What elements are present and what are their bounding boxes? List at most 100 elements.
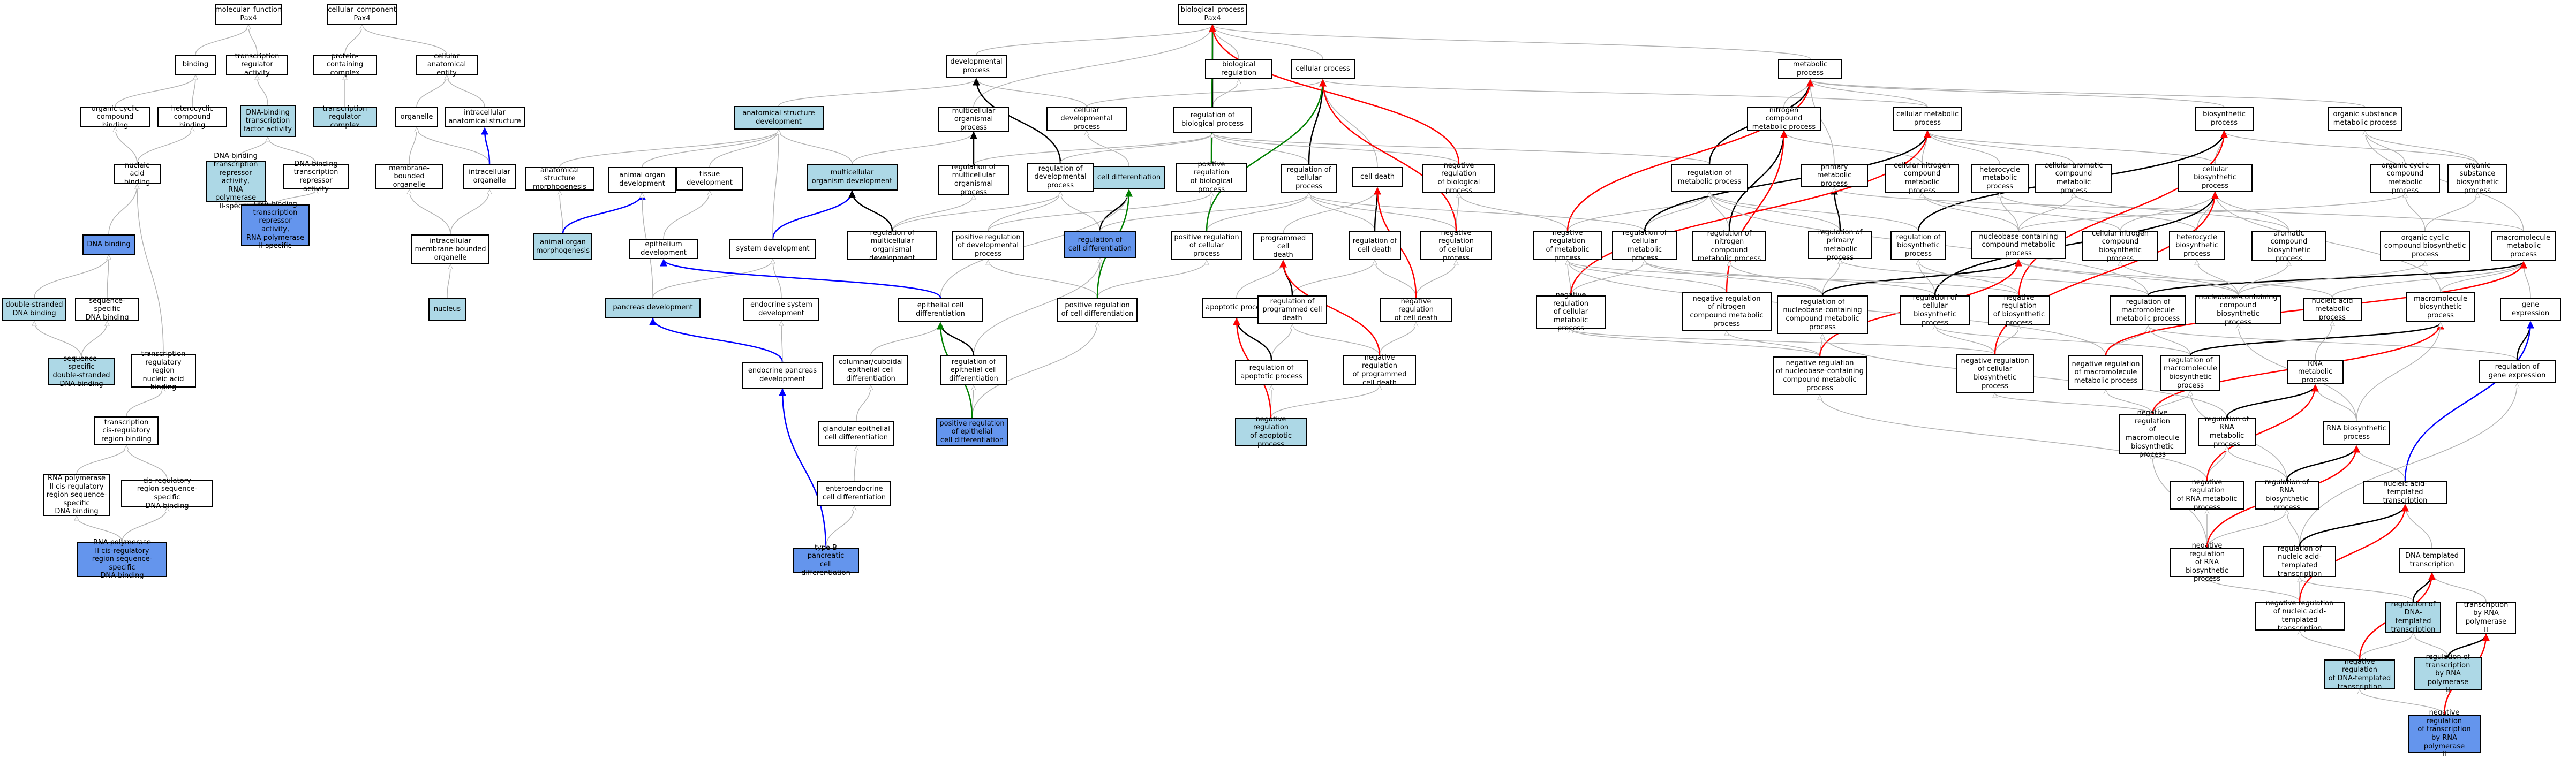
go-term-node-enteroendocrine-cell-differentiation[interactable]: enteroendocrine cell differentiation bbox=[817, 481, 891, 506]
go-term-node-biological-process-pax4[interactable]: biological_process Pax4 bbox=[1178, 4, 1247, 25]
go-term-node-epithelium-development[interactable]: epithelium development bbox=[629, 239, 698, 259]
go-term-node-negative-regulation-of-cellular-process[interactable]: negative regulation of cellular process bbox=[1420, 229, 1492, 262]
go-term-node-anatomical-structure-development[interactable]: anatomical structure development bbox=[734, 106, 824, 130]
go-term-node-organic-substance-biosynthetic-process[interactable]: organic substance biosynthetic process bbox=[2447, 162, 2507, 195]
go-term-node-regulation-of-rna-metabolic-process[interactable]: regulation of RNA metabolic process bbox=[2198, 415, 2256, 449]
go-term-node-cellular-nitrogen-compound-biosynthetic-process[interactable]: cellular nitrogen compound biosynthetic … bbox=[2082, 230, 2158, 263]
go-term-node-organic-cyclic-compound-metabolic-process[interactable]: organic cyclic compound metabolic proces… bbox=[2370, 162, 2440, 195]
go-term-node-anatomical-structure-morphogenesis[interactable]: anatomical structure morphogenesis bbox=[525, 166, 594, 191]
go-term-node-pancreas-development[interactable]: pancreas development bbox=[605, 298, 701, 318]
go-term-node-negative-regulation-of-dna-templated-transcription[interactable]: negative regulation of DNA-templated tra… bbox=[2324, 658, 2395, 691]
go-term-node-cellular-aromatic-compound-metabolic-process[interactable]: cellular aromatic compound metabolic pro… bbox=[2035, 162, 2112, 195]
go-term-node-animal-organ-development[interactable]: animal organ development bbox=[608, 167, 676, 193]
go-term-node-dna-templated-transcription[interactable]: DNA-templated transcription bbox=[2399, 548, 2465, 573]
go-term-node-tissue-development[interactable]: tissue development bbox=[676, 167, 743, 191]
go-term-node-negative-regulation-of-biological-process[interactable]: negative regulation of biological proces… bbox=[1422, 162, 1495, 195]
go-term-node-negative-regulation-of-rna-metabolic-process[interactable]: negative regulation of RNA metabolic pro… bbox=[2170, 479, 2244, 512]
go-term-node-multicellular-organism-development[interactable]: multicellular organism development bbox=[807, 164, 898, 191]
go-term-node-heterocycle-metabolic-process[interactable]: heterocycle metabolic process bbox=[1971, 164, 2029, 193]
go-term-node-system-development[interactable]: system development bbox=[729, 239, 816, 259]
go-term-node-heterocyclic-compound-binding[interactable]: heterocyclic compound binding bbox=[157, 105, 227, 130]
go-term-node-regulation-of-multicellular-organismal-development[interactable]: regulation of multicellular organismal d… bbox=[847, 229, 937, 262]
go-term-node-rna-polymerase-ii-cis-regulatory-region-sequence-specific-dn[interactable]: RNA polymerase II cis-regulatory region … bbox=[43, 474, 110, 516]
go-term-node-negative-regulation-of-apoptotic-process[interactable]: negative regulation of apoptotic process bbox=[1235, 415, 1307, 449]
go-term-node-regulation-of-macromolecule-biosynthetic-process[interactable]: regulation of macromolecule biosynthetic… bbox=[2160, 355, 2220, 391]
go-term-node-regulation-of-transcription-by-rna-polymerase-ii[interactable]: regulation of transcription by RNA polym… bbox=[2414, 653, 2482, 694]
go-term-node-programmed-cell-death[interactable]: programmed cell death bbox=[1253, 233, 1313, 260]
go-term-node-regulation-of-biosynthetic-process[interactable]: regulation of biosynthetic process bbox=[1890, 231, 1946, 260]
go-term-node-negative-regulation-of-rna-biosynthetic-process[interactable]: negative regulation of RNA biosynthetic … bbox=[2170, 542, 2244, 583]
go-term-node-regulation-of-programmed-cell-death[interactable]: regulation of programmed cell death bbox=[1257, 295, 1327, 324]
go-term-node-positive-regulation-of-cell-differentiation[interactable]: positive regulation of cell differentiat… bbox=[1057, 298, 1138, 322]
go-term-node-organelle[interactable]: organelle bbox=[395, 107, 438, 127]
go-term-node-glandular-epithelial-cell-differentiation[interactable]: glandular epithelial cell differentiatio… bbox=[818, 421, 894, 446]
go-term-node-regulation-of-primary-metabolic-process[interactable]: regulation of primary metabolic process bbox=[1808, 229, 1872, 262]
go-term-node-rna-polymerase-ii-cis-regulatory-region-sequence-specific-dn[interactable]: RNA polymerase II cis-regulatory region … bbox=[77, 538, 167, 580]
go-term-node-columnar-cuboidal-epithelial-cell-differentiation[interactable]: columnar/cuboidal epithelial cell differ… bbox=[833, 355, 908, 385]
go-term-node-cellular-metabolic-process[interactable]: cellular metabolic process bbox=[1893, 107, 1962, 131]
go-term-node-intracellular-organelle[interactable]: intracellular organelle bbox=[463, 164, 516, 189]
go-term-node-endocrine-system-development[interactable]: endocrine system development bbox=[743, 298, 819, 321]
go-term-node-negative-regulation-of-cell-death[interactable]: negative regulation of cell death bbox=[1380, 298, 1452, 322]
go-term-node-cell-differentiation[interactable]: cell differentiation bbox=[1093, 166, 1165, 189]
go-term-node-regulation-of-macromolecule-metabolic-process[interactable]: regulation of macromolecule metabolic pr… bbox=[2110, 295, 2186, 325]
go-term-node-transcription-by-rna-polymerase-ii[interactable]: transcription by RNA polymerase II bbox=[2456, 601, 2516, 634]
go-term-node-protein-containing-complex[interactable]: protein-containing complex bbox=[313, 52, 377, 77]
go-term-node-nucleic-acid-binding[interactable]: nucleic acid binding bbox=[114, 162, 161, 186]
go-term-node-endocrine-pancreas-development[interactable]: endocrine pancreas development bbox=[742, 362, 823, 389]
go-term-node-aromatic-compound-biosynthetic-process[interactable]: aromatic compound biosynthetic process bbox=[2251, 230, 2326, 263]
go-term-node-cell-death[interactable]: cell death bbox=[1352, 167, 1403, 187]
go-term-node-nucleobase-containing-compound-biosynthetic-process[interactable]: nucleobase-containing compound biosynthe… bbox=[2195, 293, 2281, 327]
go-term-node-cis-regulatory-region-sequence-specific-dna-binding[interactable]: cis-regulatory region sequence-specific … bbox=[121, 477, 213, 510]
go-term-node-macromolecule-biosynthetic-process[interactable]: macromolecule biosynthetic process bbox=[2406, 292, 2475, 322]
go-term-node-negative-regulation-of-transcription-by-rna-polymerase-ii[interactable]: negative regulation of transcription by … bbox=[2408, 709, 2481, 758]
go-term-node-negative-regulation-of-nucleobase-containing-compound-metabo[interactable]: negative regulation of nucleobase-contai… bbox=[1773, 356, 1867, 395]
go-term-node-regulation-of-cell-death[interactable]: regulation of cell death bbox=[1349, 231, 1401, 260]
go-term-node-regulation-of-multicellular-organismal-process[interactable]: regulation of multicellular organismal p… bbox=[938, 163, 1009, 196]
go-term-node-negative-regulation-of-biosynthetic-process[interactable]: negative regulation of biosynthetic proc… bbox=[1988, 294, 2050, 327]
go-term-node-organic-cyclic-compound-binding[interactable]: organic cyclic compound binding bbox=[80, 105, 150, 130]
go-term-node-cellular-developmental-process[interactable]: cellular developmental process bbox=[1046, 107, 1127, 131]
go-term-node-negative-regulation-of-nitrogen-compound-metabolic-process[interactable]: negative regulation of nitrogen compound… bbox=[1682, 292, 1772, 331]
go-term-node-regulation-of-apoptotic-process[interactable]: regulation of apoptotic process bbox=[1235, 360, 1308, 385]
go-term-node-dna-binding-transcription-repressor-activity[interactable]: DNA-binding transcription repressor acti… bbox=[283, 160, 349, 193]
go-term-node-regulation-of-rna-biosynthetic-process[interactable]: regulation of RNA biosynthetic process bbox=[2255, 479, 2319, 512]
go-term-node-cellular-nitrogen-compound-metabolic-process[interactable]: cellular nitrogen compound metabolic pro… bbox=[1885, 162, 1959, 195]
go-term-node-primary-metabolic-process[interactable]: primary metabolic process bbox=[1801, 163, 1868, 188]
go-term-node-sequence-specific-dna-binding[interactable]: sequence-specific DNA binding bbox=[75, 297, 139, 322]
go-term-node-gene-expression[interactable]: gene expression bbox=[2500, 298, 2561, 321]
go-term-node-regulation-of-cellular-biosynthetic-process[interactable]: regulation of cellular biosynthetic proc… bbox=[1900, 294, 1970, 327]
go-term-node-organic-substance-metabolic-process[interactable]: organic substance metabolic process bbox=[2328, 107, 2402, 131]
go-term-node-positive-regulation-of-cellular-process[interactable]: positive regulation of cellular process bbox=[1171, 231, 1242, 260]
go-term-node-metabolic-process[interactable]: metabolic process bbox=[1778, 59, 1842, 79]
go-term-node-membrane-bounded-organelle[interactable]: membrane-bounded organelle bbox=[375, 164, 443, 189]
go-term-node-dna-binding-transcription-repressor-activity-rna-polymerase-[interactable]: DNA-binding transcription repressor acti… bbox=[241, 200, 310, 250]
go-term-node-transcription-regulator-complex[interactable]: transcription regulator complex bbox=[313, 105, 377, 130]
go-term-node-regulation-of-dna-templated-transcription[interactable]: regulation of DNA-templated transcriptio… bbox=[2385, 601, 2441, 634]
go-term-node-dna-binding-transcription-repressor-activity-rna-polymerase-[interactable]: DNA-binding transcription repressor acti… bbox=[206, 152, 266, 210]
go-term-node-intracellular-membrane-bounded-organelle[interactable]: intracellular membrane-bounded organelle bbox=[411, 234, 489, 264]
go-term-node-regulation-of-metabolic-process[interactable]: regulation of metabolic process bbox=[1671, 164, 1748, 192]
go-term-node-nitrogen-compound-metabolic-process[interactable]: nitrogen compound metabolic process bbox=[1747, 107, 1821, 131]
go-term-node-positive-regulation-of-epithelial-cell-differentiation[interactable]: positive regulation of epithelial cell d… bbox=[936, 418, 1008, 446]
go-term-node-regulation-of-biological-process[interactable]: regulation of biological process bbox=[1173, 107, 1252, 133]
go-term-node-regulation-of-developmental-process[interactable]: regulation of developmental process bbox=[1027, 163, 1094, 192]
go-term-node-regulation-of-nucleobase-containing-compound-metabolic-proce[interactable]: regulation of nucleobase-containing comp… bbox=[1777, 295, 1868, 334]
go-term-node-transcription-cis-regulatory-region-binding[interactable]: transcription cis-regulatory region bind… bbox=[94, 416, 159, 445]
go-term-node-regulation-of-nucleic-acid-templated-transcription[interactable]: regulation of nucleic acid-templated tra… bbox=[2263, 545, 2336, 578]
go-term-node-regulation-of-cell-differentiation[interactable]: regulation of cell differentiation bbox=[1064, 231, 1136, 258]
go-term-node-biosynthetic-process[interactable]: biosynthetic process bbox=[2195, 107, 2254, 131]
go-term-node-animal-organ-morphogenesis[interactable]: animal organ morphogenesis bbox=[533, 233, 592, 260]
go-term-node-heterocycle-biosynthetic-process[interactable]: heterocycle biosynthetic process bbox=[2169, 231, 2225, 260]
go-term-node-biological-regulation[interactable]: biological regulation bbox=[1205, 59, 1272, 79]
go-term-node-organic-cyclic-compound-biosynthetic-process[interactable]: organic cyclic compound biosynthetic pro… bbox=[2380, 231, 2470, 261]
go-term-node-rna-metabolic-process[interactable]: RNA metabolic process bbox=[2287, 360, 2344, 384]
go-term-node-negative-regulation-of-macromolecule-metabolic-process[interactable]: negative regulation of macromolecule met… bbox=[2068, 355, 2143, 390]
go-term-node-sequence-specific-double-stranded-dna-binding[interactable]: sequence-specific double-stranded DNA bi… bbox=[48, 355, 115, 388]
go-term-node-dna-binding[interactable]: DNA binding bbox=[82, 234, 135, 255]
go-term-node-binding[interactable]: binding bbox=[175, 55, 216, 75]
go-term-node-regulation-of-cellular-metabolic-process[interactable]: regulation of cellular metabolic process bbox=[1612, 229, 1677, 262]
go-term-node-cellular-process[interactable]: cellular process bbox=[1291, 59, 1355, 79]
go-term-node-type-b-pancreatic-cell-differentiation[interactable]: type B pancreatic cell differentiation bbox=[793, 544, 859, 577]
go-term-node-negative-regulation-of-cellular-biosynthetic-process[interactable]: negative regulation of cellular biosynth… bbox=[1956, 354, 2034, 393]
